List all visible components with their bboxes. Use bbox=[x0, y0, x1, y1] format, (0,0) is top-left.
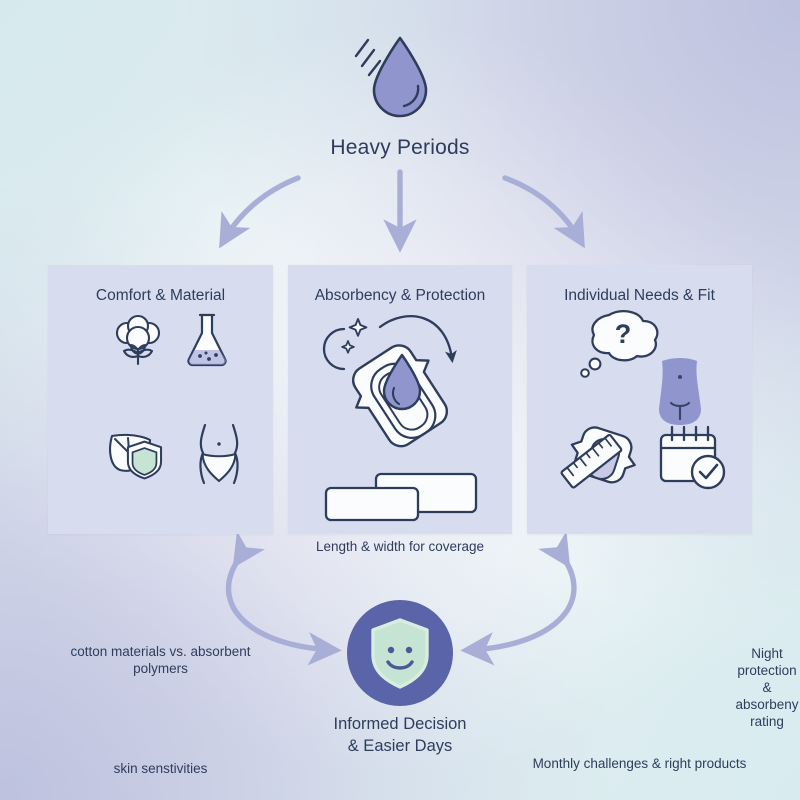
shield-smile-icon[interactable] bbox=[347, 600, 453, 706]
arrow-individual-outcome bbox=[460, 530, 577, 666]
arrow-comfort-outcome bbox=[225, 530, 342, 666]
caption-absorbency-2: Length & width for coverage bbox=[315, 539, 485, 554]
outcome-title-line2: & Easier Days bbox=[347, 737, 453, 755]
calendar-check-icon bbox=[659, 425, 726, 490]
torso-icon bbox=[659, 358, 701, 425]
caption-absorbency-1: Night protection & absorbeny rating bbox=[735, 646, 799, 729]
caption-individual-1: Monthly challenges & right products bbox=[532, 756, 747, 771]
panel-individual[interactable]: Individual Needs & Fit ? bbox=[527, 265, 752, 771]
svg-text:?: ? bbox=[615, 319, 632, 349]
arrow-to-individual bbox=[502, 175, 585, 249]
page-title: Heavy Periods bbox=[330, 136, 470, 159]
pad-size-blocks-icon bbox=[324, 472, 478, 522]
outcome-title-line1: Informed Decision bbox=[333, 715, 467, 733]
panel-title-absorbency: Absorbency & Protection bbox=[314, 287, 486, 304]
chemistry-flask-icon bbox=[187, 313, 227, 367]
pad-with-drop-icon bbox=[351, 344, 449, 448]
panel-title-comfort: Comfort & Material bbox=[95, 287, 226, 304]
thought-bubble-question-icon: ? bbox=[580, 310, 659, 378]
moon-stars-icon bbox=[322, 318, 368, 371]
panel-comfort[interactable]: Comfort & Material bbox=[48, 265, 273, 776]
arrow-to-comfort bbox=[219, 175, 301, 249]
caption-comfort-2: skin senstivities bbox=[113, 761, 208, 776]
outcome-title: Informed Decision & Easier Days bbox=[250, 713, 550, 757]
leaf-shield-icon bbox=[109, 433, 163, 480]
water-drop-icon bbox=[334, 30, 466, 130]
ruler-pad-icon bbox=[560, 426, 636, 489]
cotton-boll-icon bbox=[115, 314, 161, 366]
body-underwear-icon bbox=[199, 423, 239, 485]
panel-absorbency[interactable]: Absorbency & Protection bbox=[288, 265, 799, 729]
curved-arrow-icon bbox=[378, 315, 457, 364]
caption-comfort-1: cotton materials vs. absorbent polymers bbox=[70, 644, 251, 676]
panel-title-individual: Individual Needs & Fit bbox=[564, 287, 715, 304]
